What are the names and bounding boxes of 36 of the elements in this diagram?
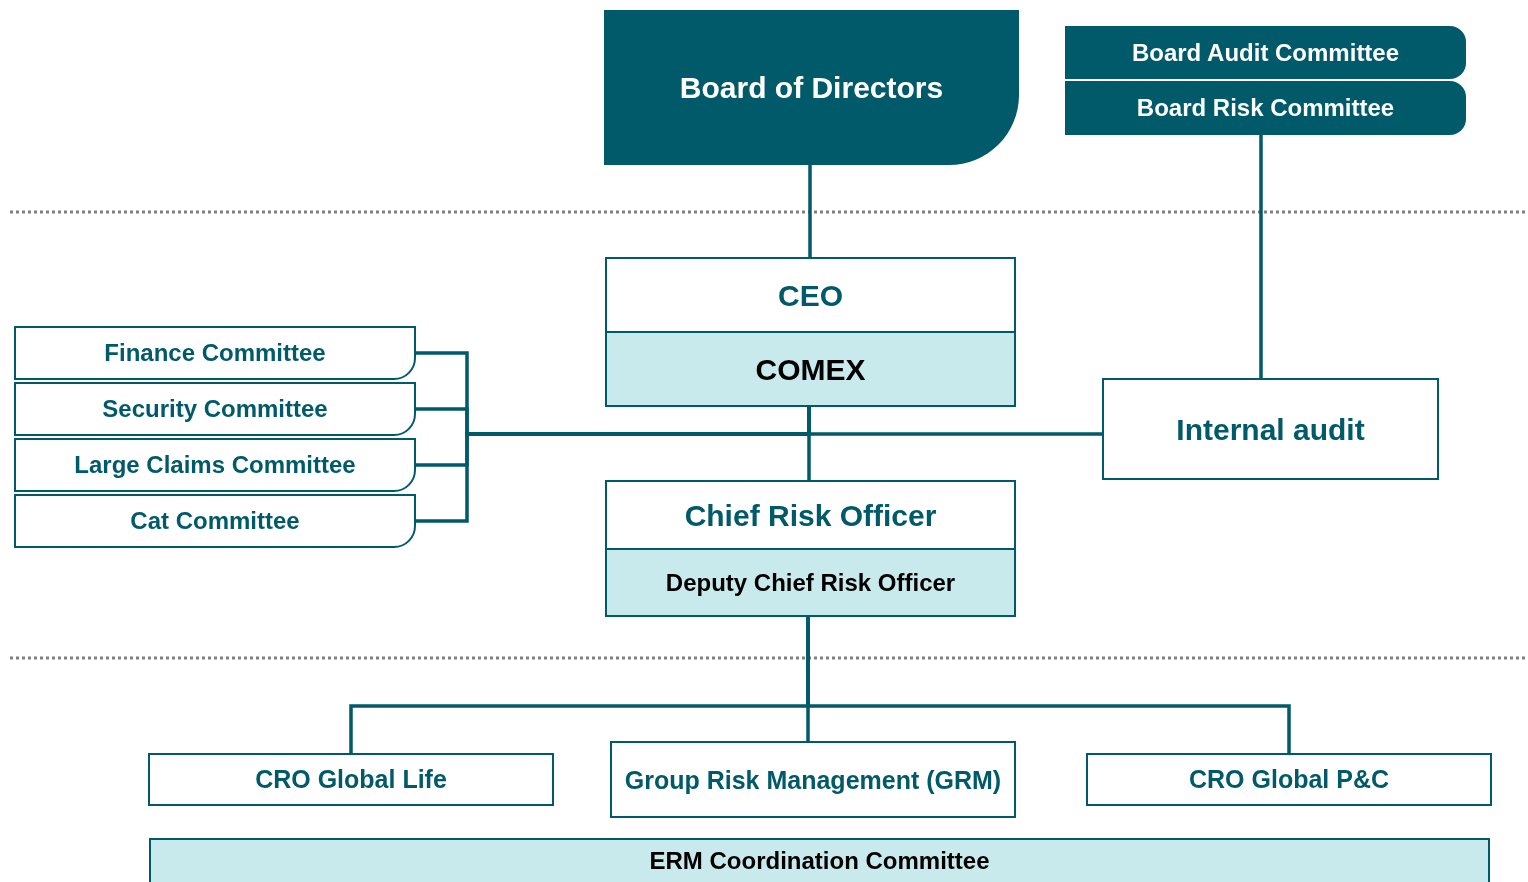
committee-box [14, 382, 416, 436]
committee-box [14, 494, 416, 548]
box-label: Board Risk Committee [1136, 93, 1395, 123]
committee-bar [149, 838, 1490, 882]
role-box [605, 548, 1016, 617]
connector-line [806, 617, 1291, 753]
role-box [148, 753, 554, 806]
box-label: Chief Risk Officer [684, 497, 937, 534]
committee-box [1065, 81, 1466, 135]
box-label: Deputy Chief Risk Officer [665, 567, 956, 598]
role-box [1086, 753, 1492, 806]
box-label: Security Committee [102, 394, 328, 424]
role-box [605, 480, 1016, 550]
role-box [1102, 378, 1439, 480]
box-label: CRO Global Life [255, 763, 447, 795]
box-label: Group Risk Management (GRM) [624, 764, 1002, 796]
connector-line [808, 165, 812, 257]
box-label: CRO Global P&C [1189, 763, 1389, 795]
connector-line [807, 407, 811, 480]
committee-box [1065, 26, 1466, 79]
committee-box [605, 331, 1016, 407]
box-label: ERM Coordination Committee [649, 846, 990, 876]
department-box [610, 741, 1016, 818]
box-label: Board of Directors [679, 70, 944, 106]
connector-line [1259, 135, 1263, 378]
board-box [604, 10, 1019, 165]
box-label: CEO [778, 277, 843, 314]
committee-box [14, 326, 416, 380]
box-label: Cat Committee [130, 506, 300, 536]
box-label: Large Claims Committee [74, 450, 356, 480]
box-label: Internal audit [1176, 411, 1365, 448]
role-box [605, 257, 1016, 333]
box-label: Board Audit Committee [1131, 37, 1400, 68]
box-label: Finance Committee [104, 338, 326, 368]
committee-box [14, 438, 416, 492]
box-label: COMEX [755, 351, 866, 388]
